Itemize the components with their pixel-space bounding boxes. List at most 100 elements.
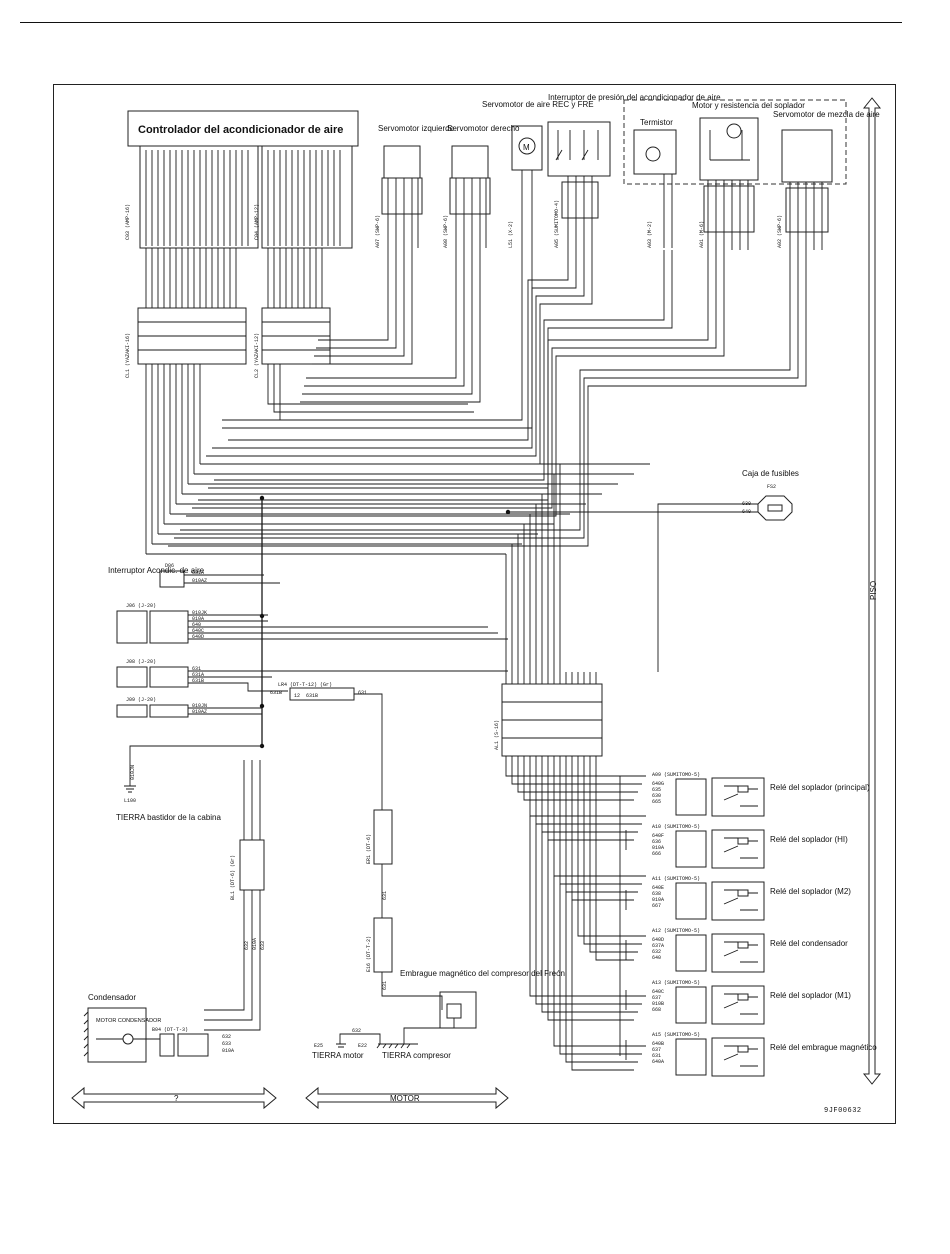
e16-connector <box>373 917 393 973</box>
relay-wire: 010B <box>652 1001 664 1007</box>
a01-connector <box>703 185 755 233</box>
relay-conn-label: A10 (SUMITOMO-5) <box>652 824 700 830</box>
a03-label: A03 (M-2) <box>647 221 653 248</box>
cl1-connector: CL1 (YAZAKI-16) <box>125 307 247 378</box>
thermistor-box <box>633 129 677 175</box>
relay-wire: 640F <box>652 833 664 839</box>
relay-wire: 668 <box>652 1007 661 1013</box>
j09-label: J09 (J-20) <box>126 697 156 703</box>
d06-wire-b: 010AZ <box>192 578 207 584</box>
servo-left-label: Servomotor izquierdo <box>378 124 455 133</box>
j06-w2: 640 <box>192 622 201 628</box>
relay-label: Relé del soplador (HI) <box>770 835 848 844</box>
relay-label: Relé del soplador (M1) <box>770 991 851 1000</box>
b04-connector <box>159 1033 175 1057</box>
l100-label: L100 <box>124 798 136 804</box>
bl1-label: BL1 (DT-6) (Gr) <box>230 855 236 900</box>
j06-connector <box>116 610 148 644</box>
l51-label: L51 (X-2) <box>508 221 514 248</box>
fs2-wire-b: 640 <box>742 509 751 515</box>
relay-conn-label: A13 (SUMITOMO-5) <box>652 980 700 986</box>
c04-connector: C04 (AMP-12) <box>254 145 353 249</box>
j06-w3: 640C <box>192 628 204 634</box>
j08-w2: 631B <box>192 678 204 684</box>
motor-zone-arrow <box>305 1086 509 1110</box>
relay-wire: 640 <box>652 955 661 961</box>
d06-wire-a: 631A <box>192 570 204 576</box>
servo-mix-label: Servomotor de mezcla de aire <box>773 110 880 119</box>
cl2-connector: CL2 (YAZAKI-12) <box>254 307 331 378</box>
fs2-label: FS2 <box>767 484 776 490</box>
relay-wire: 640D <box>652 937 664 943</box>
er1-label: ER1 (DT-6) <box>366 834 372 864</box>
relay-conn-label: A09 (SUMITOMO-5) <box>652 772 700 778</box>
a01-label: A01 (M-6) <box>699 221 705 248</box>
d06-label: D06 <box>165 563 174 569</box>
servo-right-label: Servomotor derecho <box>447 124 520 133</box>
relay-icon <box>711 933 765 973</box>
e16-wire: 631 <box>382 981 388 990</box>
relay-wire: 665 <box>652 799 661 805</box>
c03-connector: C03 (AMP-16) <box>125 145 259 249</box>
top-rule <box>20 22 902 23</box>
relay-icon <box>711 829 765 869</box>
j06-w0: 010JK <box>192 610 207 616</box>
relay-wire: 635 <box>652 787 661 793</box>
b04-w1: 633 <box>222 1041 231 1047</box>
thermistor-icon <box>645 146 661 162</box>
relay-wire: 667 <box>652 903 661 909</box>
c03-label: C03 (AMP-16) <box>125 204 131 240</box>
l100-wire: 010JN <box>130 765 136 780</box>
motor-icon <box>518 137 536 155</box>
pressure-switch-box <box>547 121 611 177</box>
a07-label: A07 (SWP-6) <box>375 215 381 248</box>
servo-rec-label: Servomotor de aire REC y FRE <box>482 100 594 109</box>
relay-wire: 638 <box>652 891 661 897</box>
servo-left-box <box>383 145 421 179</box>
bl1-w2: 633 <box>260 941 266 950</box>
servo-right-box <box>451 145 489 179</box>
relay-wire: 637A <box>652 943 664 949</box>
clutch-coil-icon <box>446 1003 462 1019</box>
a05-label: A05 (SUMITOMO-4) <box>554 200 560 248</box>
bl1-w1: 010A <box>252 938 258 950</box>
c04-label: C04 (AMP-12) <box>254 204 260 240</box>
relay-icon <box>711 985 765 1025</box>
bl1-w0: 632 <box>244 941 250 950</box>
er1-wire: 631 <box>382 891 388 900</box>
hvac-unit-outline <box>623 99 847 185</box>
relay-icon <box>711 881 765 921</box>
lr4-label: LR4 (DT-T-12) (Gr) <box>278 682 332 688</box>
relay-label: Relé del soplador (M2) <box>770 887 851 896</box>
relay-pin-block <box>675 778 707 816</box>
j09-connector <box>116 704 148 718</box>
relay-label: Relé del condensador <box>770 939 848 948</box>
d06-connector <box>159 570 185 588</box>
relay-pin-block <box>675 830 707 868</box>
j08-connector <box>116 666 148 688</box>
ground-comp-label: TIERRA compresor <box>382 1051 451 1060</box>
relay-wire: 637 <box>652 995 661 1001</box>
fs2-wire-a: 630 <box>742 501 751 507</box>
b04-w0: 632 <box>222 1034 231 1040</box>
lr4-left: 631B <box>270 690 282 696</box>
blower-box <box>699 117 759 181</box>
relay-pin-block <box>675 882 707 920</box>
drawing-number: 9JF00632 <box>824 1107 862 1115</box>
relay-wire: 666 <box>652 851 661 857</box>
left-zone-arrow <box>71 1086 277 1110</box>
piso-label: PISO <box>869 581 878 600</box>
j08-w1: 631A <box>192 672 204 678</box>
relay-conn-label: A12 (SUMITOMO-5) <box>652 928 700 934</box>
blower-label: Motor y resistencia del soplador <box>692 101 805 110</box>
ground-icon <box>124 785 136 793</box>
motor-icon-glyph: M <box>523 143 530 152</box>
servo-mix-box <box>781 129 833 183</box>
a02-label: A02 (SWP-6) <box>777 215 783 248</box>
